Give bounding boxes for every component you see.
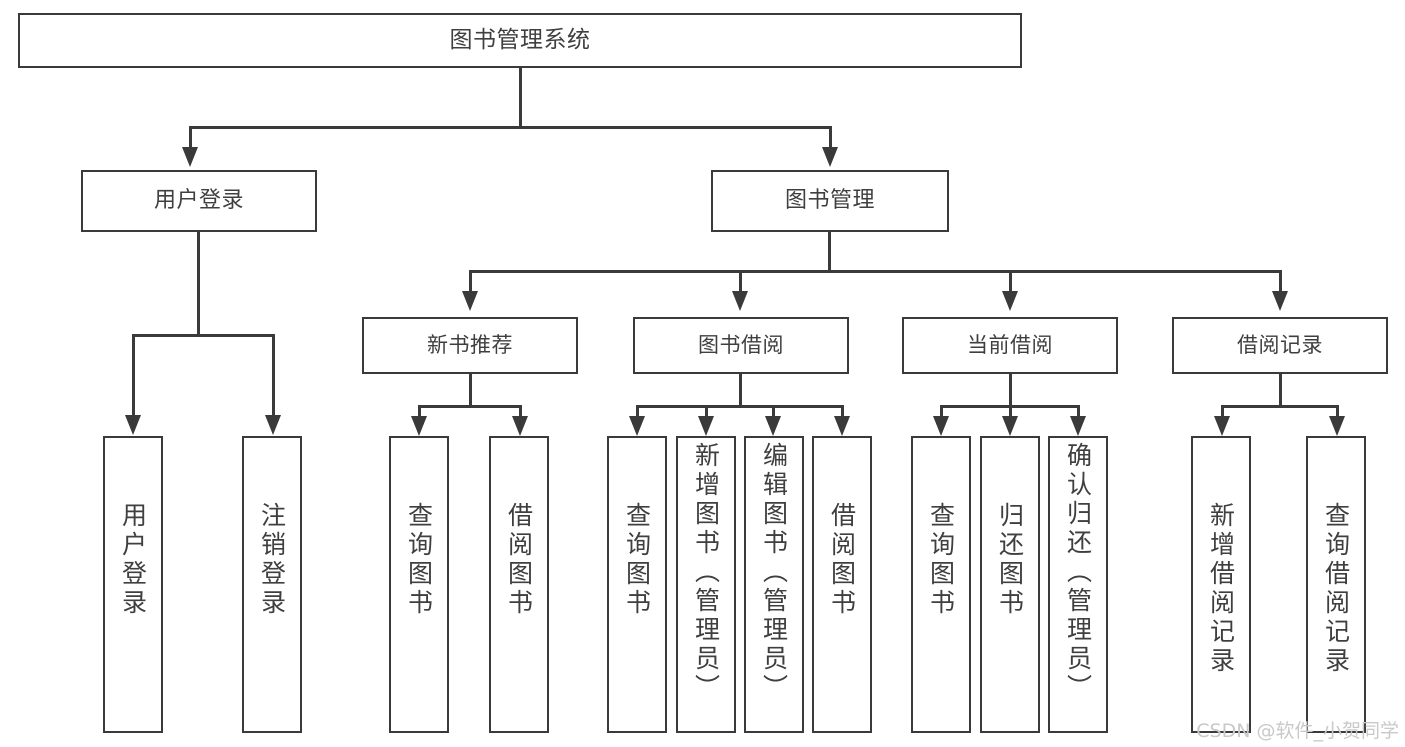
connector-bb-bus (637, 405, 844, 408)
connector-root-stem (519, 68, 522, 128)
node-label: 用户登录 (118, 502, 148, 618)
node-label: 借阅记录 (1237, 333, 1323, 358)
connector-root-drop-2 (829, 126, 832, 148)
connector-nbr-bus (419, 405, 522, 408)
connector-bm-drop-3 (1009, 270, 1012, 292)
connector-br-drop-1 (1221, 405, 1224, 417)
connector-nbr-stem (469, 374, 472, 407)
node-label: 借阅图书 (827, 502, 857, 618)
node-user-login[interactable]: 用户登录 (81, 170, 317, 232)
connector-bm-drop-4 (1279, 270, 1282, 292)
leaf-user-login[interactable]: 用户登录 (103, 436, 163, 733)
node-book-borrow[interactable]: 图书借阅 (633, 317, 849, 374)
arrowhead-nbr-leaf-2 (512, 416, 528, 436)
connector-root-bus (190, 126, 831, 129)
node-root-book-management-system[interactable]: 图书管理系统 (18, 13, 1022, 68)
arrowhead-bb-leaf-2 (698, 416, 714, 436)
arrowhead-root-to-book-management (822, 147, 838, 167)
leaf-br-query-record[interactable]: 查询借阅记录 (1306, 436, 1366, 733)
leaf-bb-query-book[interactable]: 查询图书 (607, 436, 667, 733)
arrowhead-to-logout-leaf (265, 415, 281, 435)
connector-bb-stem (739, 374, 742, 407)
node-label: 图书管理系统 (449, 26, 591, 53)
connector-cb-drop-3 (1077, 405, 1080, 417)
node-borrow-record[interactable]: 借阅记录 (1172, 317, 1388, 374)
node-label: 查询图书 (404, 502, 434, 618)
arrowhead-to-user-login-leaf (125, 415, 141, 435)
connector-br-bus (1222, 405, 1338, 408)
connector-cb-stem (1009, 374, 1012, 407)
node-label: 编辑图书（管理员） (759, 442, 789, 703)
connector-bb-drop-2 (705, 405, 708, 417)
connector-root-drop-1 (189, 126, 192, 148)
arrowhead-to-current-borrow (1002, 291, 1018, 311)
arrowhead-to-book-borrow (732, 291, 748, 311)
connector-user-login-drop-2 (272, 334, 275, 416)
leaf-bb-borrow-book[interactable]: 借阅图书 (812, 436, 872, 733)
connector-cb-drop-2 (1009, 405, 1012, 417)
leaf-bb-edit-book-admin[interactable]: 编辑图书（管理员） (744, 436, 804, 733)
node-label: 借阅图书 (504, 502, 534, 618)
arrowhead-to-new-book-recommend (462, 291, 478, 311)
leaf-cb-return-book[interactable]: 归还图书 (980, 436, 1040, 733)
connector-br-stem (1279, 374, 1282, 407)
node-label: 查询图书 (926, 502, 956, 618)
connector-bb-drop-4 (841, 405, 844, 417)
arrowhead-nbr-leaf-1 (411, 416, 427, 436)
connector-book-management-stem (828, 232, 831, 272)
node-label: 当前借阅 (967, 333, 1053, 358)
leaf-logout[interactable]: 注销登录 (242, 436, 302, 733)
connector-bb-drop-3 (772, 405, 775, 417)
connector-cb-drop-1 (940, 405, 943, 417)
arrowhead-root-to-user-login (182, 147, 198, 167)
connector-nbr-drop-2 (519, 405, 522, 417)
arrowhead-bb-leaf-4 (834, 416, 850, 436)
node-label: 归还图书 (995, 502, 1025, 618)
node-label: 查询借阅记录 (1321, 502, 1351, 676)
leaf-nbr-query-book[interactable]: 查询图书 (389, 436, 449, 733)
node-current-borrow[interactable]: 当前借阅 (902, 317, 1118, 374)
connector-user-login-drop-1 (132, 334, 135, 416)
arrowhead-bb-leaf-3 (765, 416, 781, 436)
connector-book-management-bus (470, 270, 1281, 273)
leaf-bb-add-book-admin[interactable]: 新增图书（管理员） (676, 436, 736, 733)
leaf-cb-query-book[interactable]: 查询图书 (911, 436, 971, 733)
arrowhead-bb-leaf-1 (629, 416, 645, 436)
connector-user-login-stem (197, 232, 200, 336)
node-label: 图书管理 (784, 187, 875, 213)
arrowhead-cb-leaf-1 (933, 416, 949, 436)
node-label: 用户登录 (153, 187, 244, 213)
arrowhead-br-leaf-2 (1329, 416, 1345, 436)
connector-bm-drop-1 (469, 270, 472, 292)
node-label: 确认归还（管理员） (1063, 442, 1093, 703)
arrowhead-to-borrow-record (1272, 291, 1288, 311)
node-label: 注销登录 (257, 502, 287, 618)
leaf-cb-confirm-return-admin[interactable]: 确认归还（管理员） (1048, 436, 1108, 733)
connector-bm-drop-2 (739, 270, 742, 292)
node-label: 新增图书（管理员） (691, 442, 721, 703)
connector-nbr-drop-1 (418, 405, 421, 417)
leaf-br-add-record[interactable]: 新增借阅记录 (1191, 436, 1251, 733)
leaf-nbr-borrow-book[interactable]: 借阅图书 (489, 436, 549, 733)
connector-bb-drop-1 (636, 405, 639, 417)
node-label: 新书推荐 (427, 333, 513, 358)
node-label: 图书借阅 (698, 333, 784, 358)
arrowhead-cb-leaf-2 (1002, 416, 1018, 436)
watermark-text: CSDN @软件_小贺同学 (1196, 720, 1399, 742)
arrowhead-br-leaf-1 (1214, 416, 1230, 436)
connector-user-login-bus (133, 334, 275, 337)
node-book-management[interactable]: 图书管理 (711, 170, 949, 232)
node-label: 新增借阅记录 (1206, 502, 1236, 676)
arrowhead-cb-leaf-3 (1070, 416, 1086, 436)
node-new-book-recommend[interactable]: 新书推荐 (362, 317, 578, 374)
node-label: 查询图书 (622, 502, 652, 618)
connector-br-drop-2 (1336, 405, 1339, 417)
